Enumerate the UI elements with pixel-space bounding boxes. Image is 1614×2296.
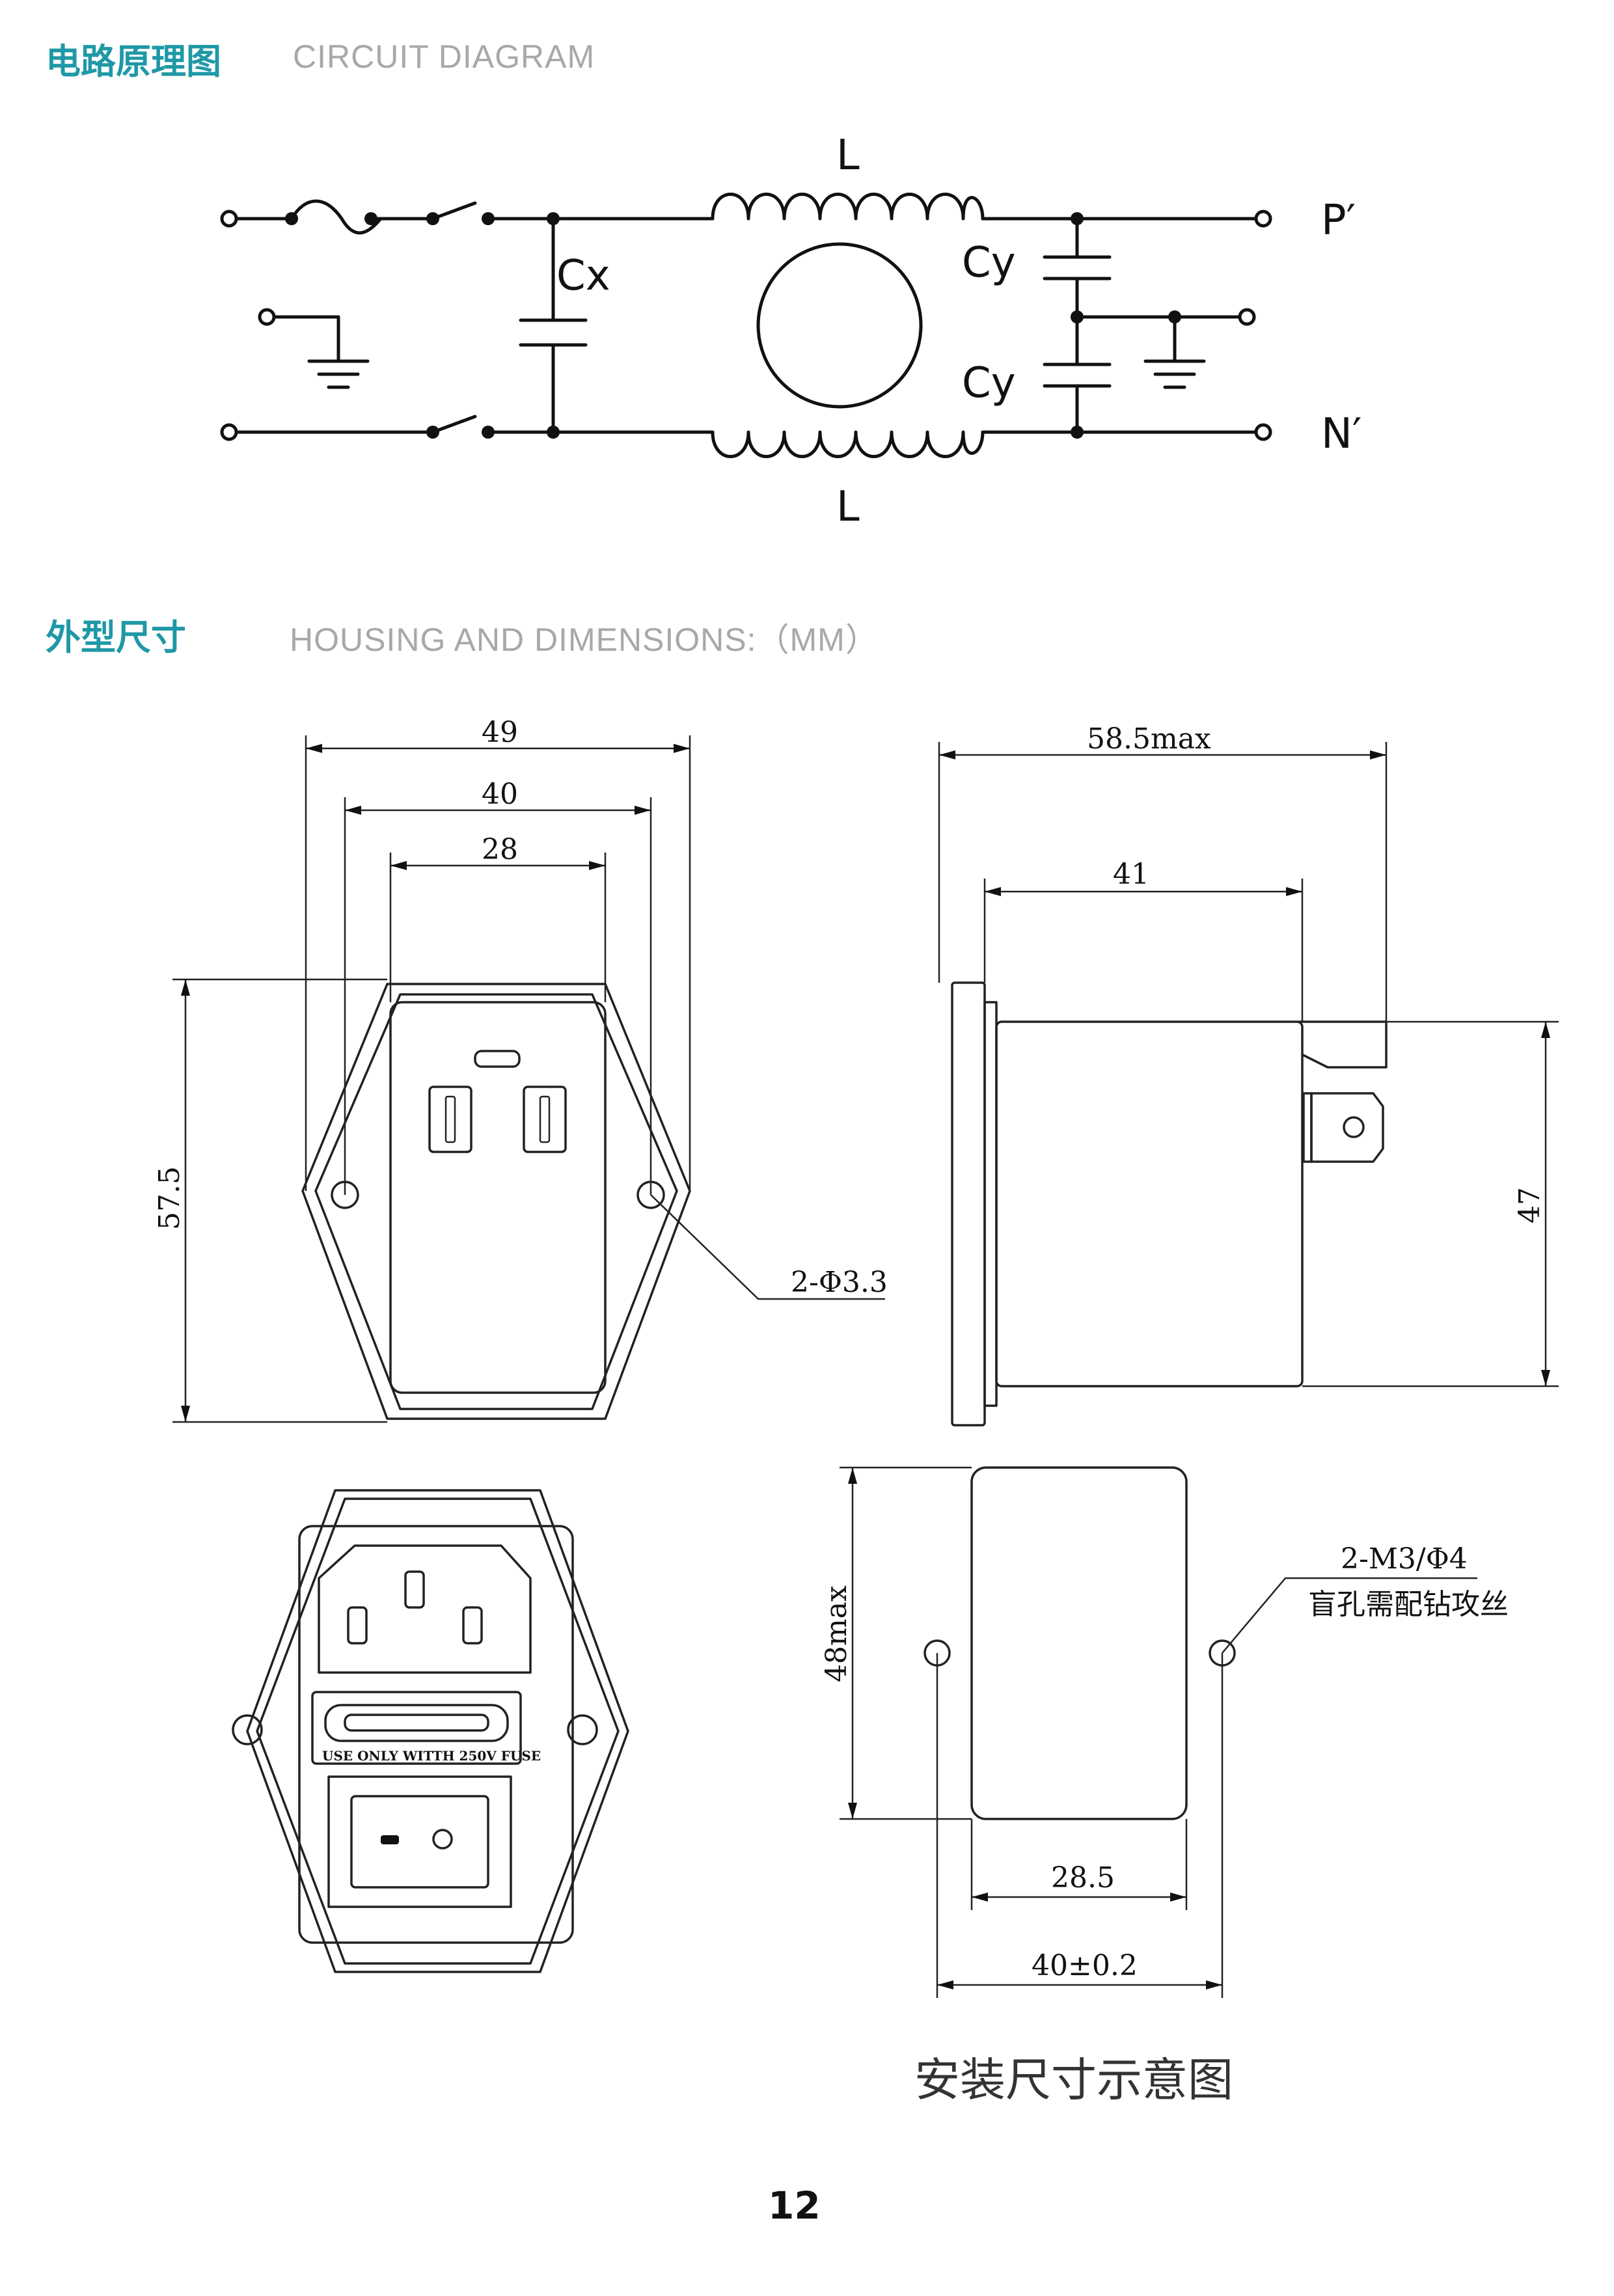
inductor-bottom: [711, 430, 985, 458]
dim-41: 41: [1113, 858, 1149, 891]
cx-label: Cx: [556, 252, 610, 300]
housing-section-subtitle: HOUSING AND DIMENSIONS:（MM）: [290, 622, 879, 658]
housing-section-title: 外型尺寸: [46, 617, 186, 658]
ground-terminal: [258, 308, 276, 326]
dim-49: 49: [482, 716, 518, 749]
install-caption: 安装尺寸示意图: [914, 2053, 1233, 2107]
dim-40: 40: [482, 778, 518, 811]
fuse-label: USE ONLY WITTH 250V FUSE: [322, 1748, 541, 1764]
dim-48max: 48max: [820, 1585, 853, 1682]
dim-40-02: 40±0.2: [1032, 1949, 1138, 1982]
circuit-section-subtitle: CIRCUIT DIAGRAM: [293, 38, 595, 75]
inductor-core: [756, 242, 923, 409]
page-number: 12: [768, 2183, 821, 2228]
inductor-bottom-label: L: [836, 483, 860, 531]
side-view: 58.5max 41 47: [938, 722, 1559, 1427]
input-terminal-n: [220, 423, 238, 441]
cutout-note-2: 盲孔需配钻攻丝: [1308, 1588, 1509, 1621]
front-view: 49 40 28 57.5 2-Φ3.3: [153, 716, 888, 1423]
dim-58-5max: 58.5max: [1087, 722, 1211, 756]
cutout-view: 48max 28.5 40±0.2 2-M3/Φ4 盲孔需配钻攻丝: [820, 1466, 1509, 1998]
output-n-label: N′: [1321, 410, 1361, 458]
dim-28: 28: [482, 833, 518, 866]
cy-bottom-label: Cy: [962, 359, 1016, 407]
hole-note: 2-Φ3.3: [791, 1266, 888, 1299]
rear-view: USE ONLY WITTH 250V FUSE: [232, 1489, 629, 1973]
circuit-diagram: Cx L L P′ N′ Cy Cy: [220, 131, 1361, 531]
dim-28-5: 28.5: [1051, 1861, 1115, 1894]
output-terminal-n: [1254, 423, 1272, 441]
output-p-label: P′: [1321, 197, 1356, 245]
inductor-top: [711, 193, 985, 221]
switch-bottom: [431, 415, 477, 434]
output-ground-terminal: [1238, 308, 1256, 326]
dim-47: 47: [1513, 1187, 1546, 1223]
fuse-symbol: [290, 199, 383, 235]
inductor-top-label: L: [836, 131, 860, 180]
dim-57-5: 57.5: [153, 1166, 186, 1230]
cy-top-label: Cy: [962, 239, 1016, 287]
circuit-section-title: 电路原理图: [46, 41, 221, 82]
output-terminal-p: [1254, 210, 1272, 228]
switch-top: [431, 201, 477, 221]
input-terminal-l: [220, 210, 238, 228]
cutout-note-1: 2-M3/Φ4: [1341, 1542, 1468, 1576]
